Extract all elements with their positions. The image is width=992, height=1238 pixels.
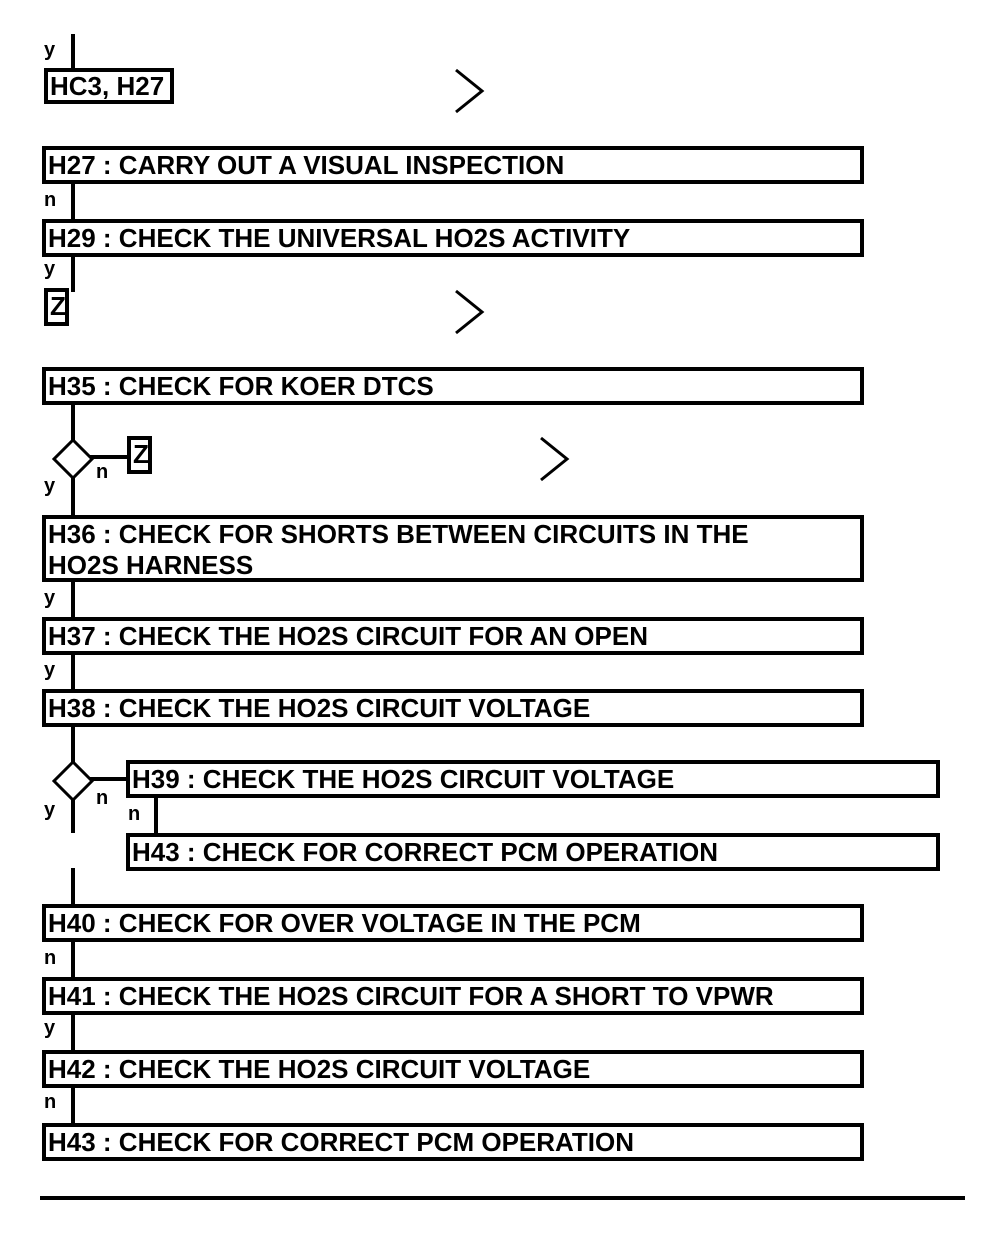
step-h40: H40 : CHECK FOR OVER VOLTAGE IN THE PCM [42,904,864,942]
label-d1-y: y [44,475,56,497]
connector-h38-diamond [71,726,75,762]
connector-h42-h43 [71,1086,75,1126]
step-h41: H41 : CHECK THE HO2S CIRCUIT FOR A SHORT… [42,977,864,1015]
chevron-right-icon [540,436,570,482]
connector-diamond2-down [71,797,75,833]
label-h40-n: n [44,947,57,969]
ref-box-z-branch: Z [127,436,152,474]
ref-box-z: Z [44,288,69,326]
step-h43: H43 : CHECK FOR CORRECT PCM OPERATION [42,1123,864,1161]
connector-diamond-h36 [71,476,75,516]
connector-h29-z [71,256,75,292]
connector-top [71,34,75,70]
connector-h35-diamond [71,404,75,440]
label-h36-y: y [44,587,56,609]
step-h43-branch: H43 : CHECK FOR CORRECT PCM OPERATION [126,833,940,871]
label-d2-y: y [44,799,56,821]
step-h27: H27 : CARRY OUT A VISUAL INSPECTION [42,146,864,184]
connector-h41-h42 [71,1013,75,1052]
step-h37: H37 : CHECK THE HO2S CIRCUIT FOR AN OPEN [42,617,864,655]
label-d2-n: n [96,787,109,809]
label-d1-n: n [96,461,109,483]
label-h37-y: y [44,659,56,681]
label-h42-n: n [44,1091,57,1113]
diamond-icon [52,760,94,802]
connector-to-h40 [71,868,75,906]
step-h39: H39 : CHECK THE HO2S CIRCUIT VOLTAGE [126,760,940,798]
label-h39-n: n [128,803,141,825]
step-h29: H29 : CHECK THE UNIVERSAL HO2S ACTIVITY [42,219,864,257]
label-h29-y: y [44,258,56,280]
step-h38: H38 : CHECK THE HO2S CIRCUIT VOLTAGE [42,689,864,727]
step-h36: H36 : CHECK FOR SHORTS BETWEEN CIRCUITS … [42,515,864,582]
connector-h39-h43 [154,796,158,836]
connector-h27-h29 [71,182,75,222]
connector-diamond2-h39 [90,777,128,781]
chevron-right-icon [455,68,485,114]
diamond-icon [52,438,94,480]
connector-h36-h37 [71,580,75,620]
branch-label: y [44,39,56,61]
connector-h40-h41 [71,940,75,980]
step-h35: H35 : CHECK FOR KOER DTCS [42,367,864,405]
connector-diamond1-z [90,455,128,459]
step-h42: H42 : CHECK THE HO2S CIRCUIT VOLTAGE [42,1050,864,1088]
chevron-right-icon [455,289,485,335]
bottom-divider [40,1196,965,1200]
label-h27-n: n [44,189,57,211]
label-h41-y: y [44,1017,56,1039]
connector-h37-h38 [71,654,75,692]
ref-box-hc3-h27: HC3, H27 [44,68,174,104]
